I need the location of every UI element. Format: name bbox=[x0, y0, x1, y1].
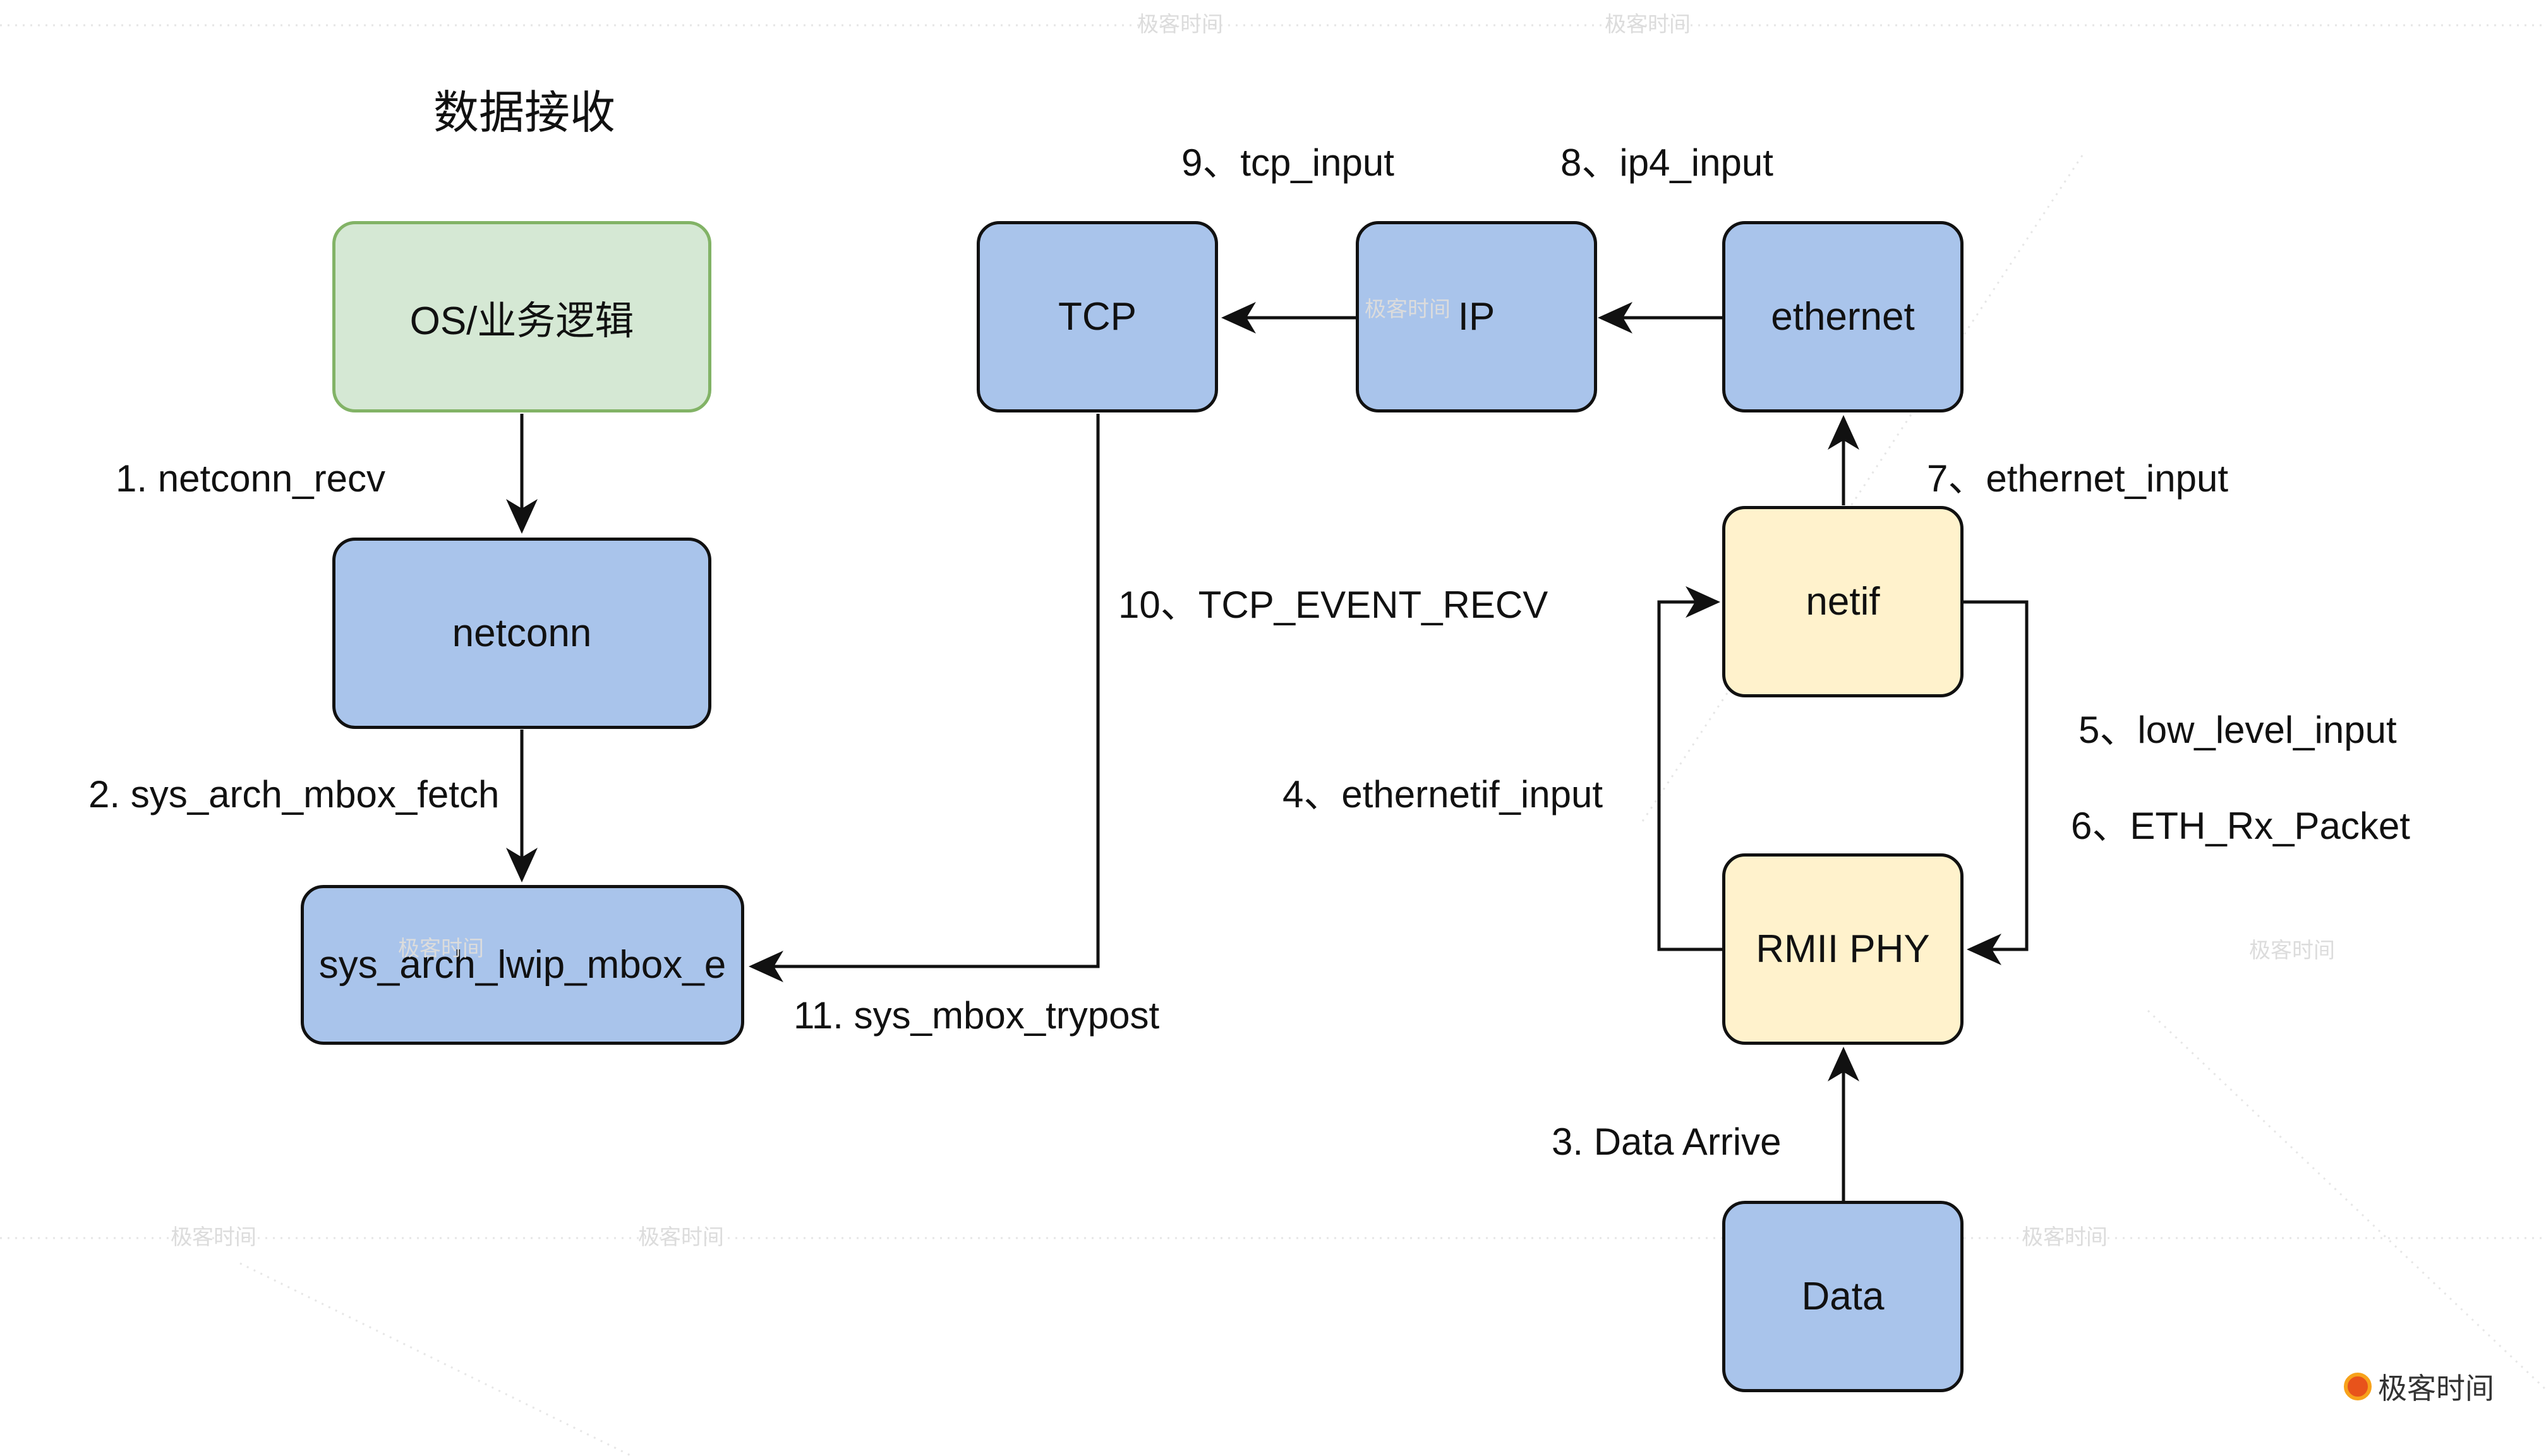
edge-label-5: 5、low_level_input bbox=[2078, 709, 2397, 751]
watermark-text: 极客时间 bbox=[2249, 939, 2335, 963]
node-netif: netif bbox=[1722, 506, 1964, 697]
node-netif-label: netif bbox=[1806, 580, 1880, 623]
watermark-text: 极客时间 bbox=[1137, 13, 1223, 37]
diagram-title: 数据接收 bbox=[433, 88, 616, 138]
node-ip: IP bbox=[1356, 221, 1597, 412]
edge-label-1: 1. netconn_recv bbox=[116, 457, 385, 500]
node-ethernet-label: ethernet bbox=[1771, 295, 1915, 339]
node-data: Data bbox=[1722, 1201, 1964, 1392]
node-ethernet: ethernet bbox=[1722, 221, 1964, 412]
node-rmii-phy: RMII PHY bbox=[1722, 853, 1964, 1045]
edge-label-7: 7、ethernet_input bbox=[1927, 457, 2229, 500]
node-data-label: Data bbox=[1801, 1275, 1885, 1318]
watermark-lines bbox=[0, 24, 2546, 1456]
node-mbox: sys_arch_lwip_mbox_e bbox=[301, 885, 744, 1045]
watermark-text: 极客时间 bbox=[398, 937, 484, 961]
edge-label-6: 6、ETH_Rx_Packet bbox=[2071, 805, 2410, 847]
node-mbox-label: sys_arch_lwip_mbox_e bbox=[318, 943, 727, 987]
node-os-logic-label: OS/业务逻辑 bbox=[409, 299, 634, 343]
edge-label-9: 9、tcp_input bbox=[1181, 141, 1394, 184]
edge-netif-rmii bbox=[1964, 600, 2029, 965]
edge-tcp-mbox bbox=[749, 414, 1100, 982]
watermark-text: 极客时间 bbox=[2022, 1225, 2108, 1249]
edge-rmii-netif bbox=[1657, 586, 1723, 951]
watermark-text: 极客时间 bbox=[638, 1225, 724, 1249]
edge-label-11: 11. sys_mbox_trypost bbox=[793, 994, 1160, 1037]
brand-logo-icon bbox=[2344, 1373, 2372, 1400]
edge-label-3: 3. Data Arrive bbox=[1552, 1121, 1782, 1163]
node-netconn-label: netconn bbox=[452, 611, 592, 655]
edge-label-2: 2. sys_arch_mbox_fetch bbox=[88, 773, 500, 815]
node-os-logic: OS/业务逻辑 bbox=[332, 221, 711, 412]
brand-logo: 极客时间 bbox=[2344, 1366, 2494, 1407]
watermark-text: 极客时间 bbox=[1605, 13, 1691, 37]
node-tcp-label: TCP bbox=[1058, 295, 1137, 339]
node-netconn: netconn bbox=[332, 538, 711, 729]
watermark-text: 极客时间 bbox=[1365, 298, 1451, 322]
node-rmii-phy-label: RMII PHY bbox=[1756, 927, 1930, 971]
brand-logo-text: 极客时间 bbox=[2378, 1372, 2494, 1405]
edge-label-4: 4、ethernetif_input bbox=[1282, 773, 1603, 815]
watermark-text: 极客时间 bbox=[171, 1225, 256, 1249]
edge-label-8: 8、ip4_input bbox=[1560, 141, 1773, 184]
edge-label-10: 10、TCP_EVENT_RECV bbox=[1118, 584, 1548, 626]
node-ip-label: IP bbox=[1457, 295, 1495, 339]
node-tcp: TCP bbox=[977, 221, 1218, 412]
